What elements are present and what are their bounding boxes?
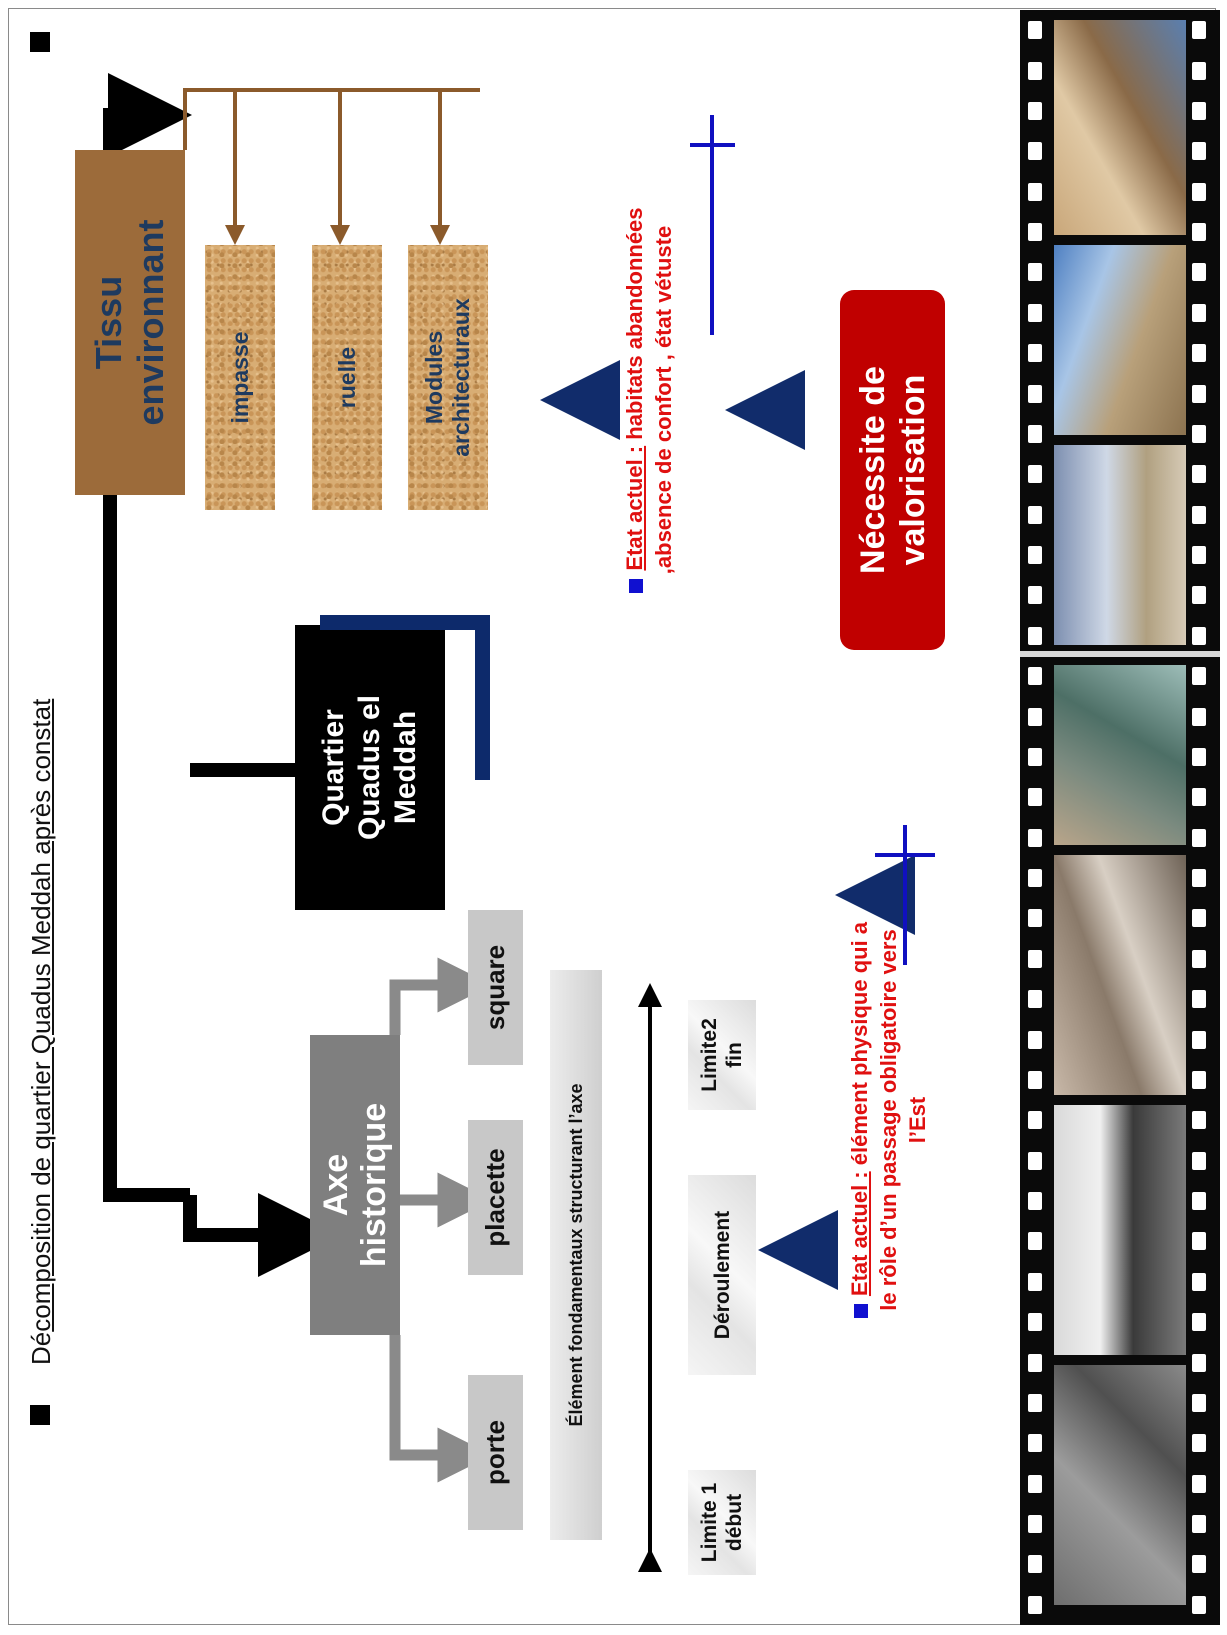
phase-limite1-line2: début [723,1493,746,1552]
film-sprockets-top [1028,10,1048,1625]
film-photo-2 [1054,1105,1186,1355]
state-axe-text2: le rôle d’un passage obligatoire vers [876,929,901,1311]
tissu-item-modules-line2: architecturaux [448,298,474,457]
axe-item-placette: placette [468,1120,523,1275]
tissu-item-modules: Modules architecturaux [408,245,488,510]
state-axe-text: Etat actuel : élément physique qui a le … [845,905,960,1335]
tissu-line1: Tissu [88,275,129,370]
state-axe-label: Etat actuel : [847,1171,872,1297]
film-divider [1020,651,1220,657]
triangle-arrow-icon [725,370,805,450]
film-photo-1 [1054,1365,1186,1605]
phase-limite2-line1: Limite2 [698,1018,721,1092]
phase-limite1: Limite 1 début [688,1470,756,1575]
axe-line1: Axe [317,1153,355,1217]
tissu-item-impasse-line1: impasse [226,331,253,424]
film-strip [1020,10,1220,1625]
axe-line2: historique [355,1102,393,1268]
conclusion-box: Nécessite de valorisation [840,290,945,650]
state-tissu-text1: habitats abandonnées [622,207,647,440]
bullet-icon [629,578,644,593]
tissu-line2: environnant [130,219,171,426]
phase-limite2: Limite2 fin [688,1000,756,1110]
phase-limite2-line2: fin [723,1042,746,1068]
conclusion-line2: valorisation [893,374,932,566]
fundamental-bar: Élément fondamentaux structurant l’axe [550,970,602,1540]
chevron-decoration-icon [320,615,490,780]
bullet-icon [854,1304,869,1319]
film-photo-4 [1054,665,1186,845]
cross-marker-icon [690,115,735,335]
axe-item-square: square [468,910,523,1065]
film-photo-7 [1054,20,1186,235]
tissu-item-ruelle: ruelle [312,245,382,510]
state-axe-text3: l’Est [905,1096,930,1144]
cross-marker-icon [875,825,935,965]
phase-deroulement-line1: Déroulement [710,1210,734,1340]
film-photo-6 [1054,245,1186,435]
axe-item-porte: porte [468,1375,523,1530]
tissu-item-ruelle-line1: ruelle [333,346,360,409]
triangle-arrow-icon [758,1210,838,1290]
state-axe-text1: élément physique qui a [847,921,872,1166]
conclusion-line1: Nécessite de [853,366,892,574]
state-tissu-text2: ,absence de confort , état vétuste [651,225,676,575]
triangle-arrow-icon [540,360,620,440]
phase-limite1-line1: Limite 1 [698,1482,721,1563]
triangle-arrow-icon [835,855,915,935]
phase-deroulement: Déroulement [688,1175,756,1375]
tissu-item-modules-line1: Modules [421,330,447,425]
film-sprockets-bottom [1192,10,1212,1625]
film-photo-3 [1054,855,1186,1095]
tissu-box: Tissu environnant [75,150,185,495]
film-photo-5 [1054,445,1186,645]
state-tissu-label: Etat actuel : [622,445,647,571]
tissu-item-impasse: impasse [205,245,275,510]
axe-historique-box: Axe historique [310,1035,400,1335]
